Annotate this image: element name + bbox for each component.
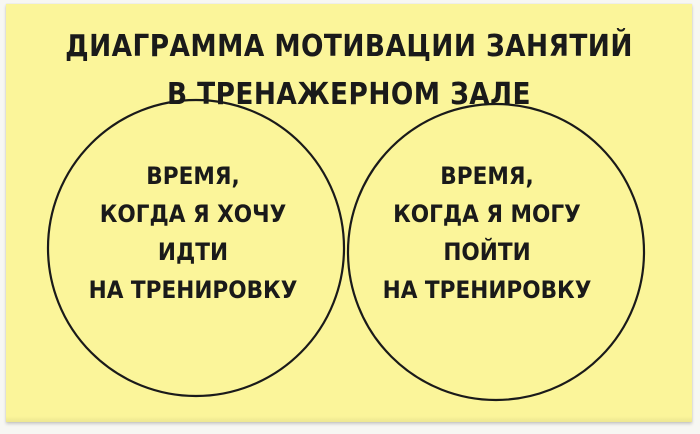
venn-diagram (46, 98, 646, 402)
left-circle-line: НА ТРЕНИРОВКУ (88, 276, 298, 304)
left-circle-line: КОГДА Я ХОЧУ (99, 200, 287, 228)
sticky-note: ДИАГРАММА МОТИВАЦИИ ЗАНЯТИЙ В ТРЕНАЖЕРНО… (6, 4, 692, 422)
left-circle (46, 98, 346, 398)
left-circle-line: ВРЕМЯ, (146, 162, 240, 190)
right-circle-line: КОГДА Я МОГУ (393, 200, 581, 228)
right-circle (346, 102, 646, 402)
diagram-title-line-1: ДИАГРАММА МОТИВАЦИИ ЗАНЯТИЙ (65, 29, 633, 64)
right-circle-line: ВРЕМЯ, (440, 162, 534, 190)
right-circle-line: ПОЙТИ (443, 238, 531, 266)
right-circle-line: НА ТРЕНИРОВКУ (382, 276, 592, 304)
left-circle-label: ВРЕМЯ, КОГДА Я ХОЧУ ИДТИ НА ТРЕНИРОВКУ (72, 157, 315, 309)
right-circle-label: ВРЕМЯ, КОГДА Я МОГУ ПОЙТИ НА ТРЕНИРОВКУ (366, 157, 609, 309)
left-circle-line: ИДТИ (157, 238, 229, 266)
